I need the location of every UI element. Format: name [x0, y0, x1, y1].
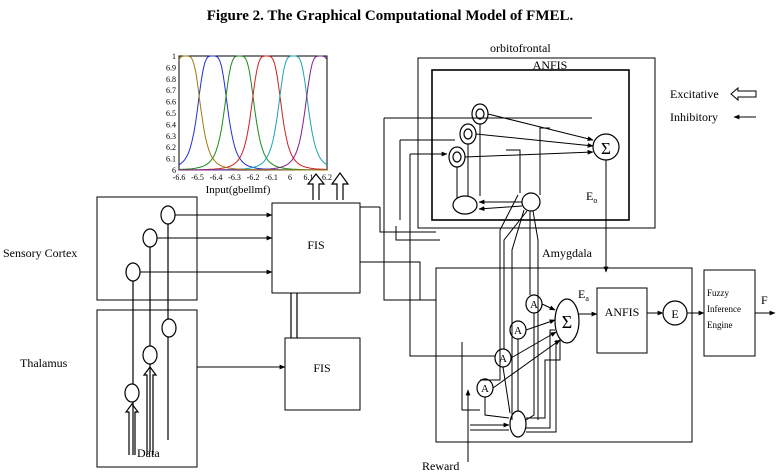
thalamus-box — [96, 309, 198, 468]
anfis-mid-label: ANFIS — [605, 305, 640, 319]
chart-x-tick-label: -6.5 — [191, 173, 204, 182]
ea-label: Ea — [578, 287, 589, 303]
chart-y-tick-label: 6.6 — [166, 98, 176, 107]
input-neurons — [124, 205, 177, 455]
sensory-cortex-box — [96, 196, 198, 301]
chart-y-tick-label: 6.9 — [166, 63, 176, 72]
data-label: Data — [137, 446, 160, 460]
orbito-node-left — [452, 195, 478, 215]
sum-symbol-top: Σ — [601, 139, 611, 158]
reward-label: Reward — [422, 459, 459, 473]
legend-inhibitory-label: Inhibitory — [670, 110, 718, 124]
eo-label: Eo — [586, 189, 597, 205]
anfis-mid-box — [596, 287, 648, 354]
thalamus-label: Thalamus — [20, 356, 68, 370]
chart-up-arrows — [306, 171, 350, 200]
o-nodes — [448, 103, 489, 168]
chart-y-tick-label: 6.1 — [166, 155, 176, 164]
chart-x-tick-label: -6.3 — [228, 173, 241, 182]
fis-link — [290, 293, 298, 338]
amygdala-box — [435, 267, 693, 443]
sum-symbol-amygdala: Σ — [562, 312, 572, 332]
fuzzy-engine-line3: Engine — [707, 320, 733, 330]
membership-curve-6 — [178, 55, 327, 171]
orbitofrontal-label: orbitofrontal — [490, 41, 551, 55]
fis-lower-label: FIS — [313, 361, 330, 375]
chart-x-tick-label: 6 — [288, 173, 292, 182]
sensory-to-fis — [140, 212, 286, 370]
chart-y-tick-label: 6.5 — [166, 109, 176, 118]
fis-lower-box — [284, 337, 361, 411]
fuzzy-engine-line2: Inference — [707, 304, 741, 314]
svg-text:A: A — [481, 383, 489, 395]
chart-x-ticks: -6.6 -6.5 -6.4 -6.3 -6.2 -6.1 6 6.1 6.2 — [173, 173, 332, 182]
svg-text:A: A — [499, 353, 507, 365]
fis-upper-box — [271, 202, 361, 294]
chart-x-tick-label: 6.1 — [304, 173, 314, 182]
chart-x-tick-label: -6.6 — [173, 173, 186, 182]
chart-x-tick-label: -6.4 — [210, 173, 223, 182]
orbitofrontal-box — [417, 57, 656, 229]
figure-title: Figure 2. The Graphical Computational Mo… — [207, 8, 574, 24]
legend: Excitative Inhibitory — [670, 86, 757, 124]
chart-y-tick-label: 1 — [172, 52, 176, 61]
sensory-cortex-label: Sensory Cortex — [3, 246, 77, 260]
chart-y-tick-label: 6 — [172, 166, 176, 175]
svg-text:A: A — [514, 325, 522, 337]
legend-excitative-arrow — [730, 86, 757, 102]
chart-x-tick-label: -6.1 — [265, 173, 278, 182]
chart-xlabel: Input(gbellmf) — [206, 184, 271, 196]
orbito-node-right — [521, 192, 541, 212]
chart-frame — [178, 55, 328, 171]
chart-curves — [178, 55, 328, 171]
anfis-top-label: ANFIS — [533, 58, 568, 72]
membership-chart: 66.16.26.36.46.56.66.76.86.91 -6.6-6.5-6… — [166, 52, 332, 196]
chart-y-tick-label: 6.4 — [166, 120, 176, 129]
chart-y-ticks: 6 6.1 6.2 6.3 6.4 6.5 6.6 6.7 6.8 6.9 1 — [166, 52, 176, 175]
amygdala-label: Amygdala — [542, 246, 593, 260]
chart-x-tick-label: -6.2 — [247, 173, 260, 182]
legend-excitative-label: Excitative — [670, 87, 719, 101]
fuzzy-engine-line1: Fuzzy — [707, 288, 729, 298]
orbito-wiring — [360, 113, 609, 357]
chart-y-tick-label: 6.2 — [166, 143, 176, 152]
chart-y-tick-label: 6.3 — [166, 132, 176, 141]
data-input-arrows — [124, 366, 158, 455]
amygdala-wiring — [379, 194, 664, 433]
fis-upper-label: FIS — [307, 238, 324, 252]
e-node-label: E — [671, 307, 678, 321]
a-node-labels: A A A A — [481, 299, 538, 395]
svg-text:A: A — [530, 299, 538, 311]
chart-y-tick-label: 6.7 — [166, 86, 176, 95]
chart-x-tick-label: 6.2 — [322, 173, 332, 182]
output-f-label: F — [761, 293, 768, 307]
chart-y-tick-label: 6.8 — [166, 75, 176, 84]
